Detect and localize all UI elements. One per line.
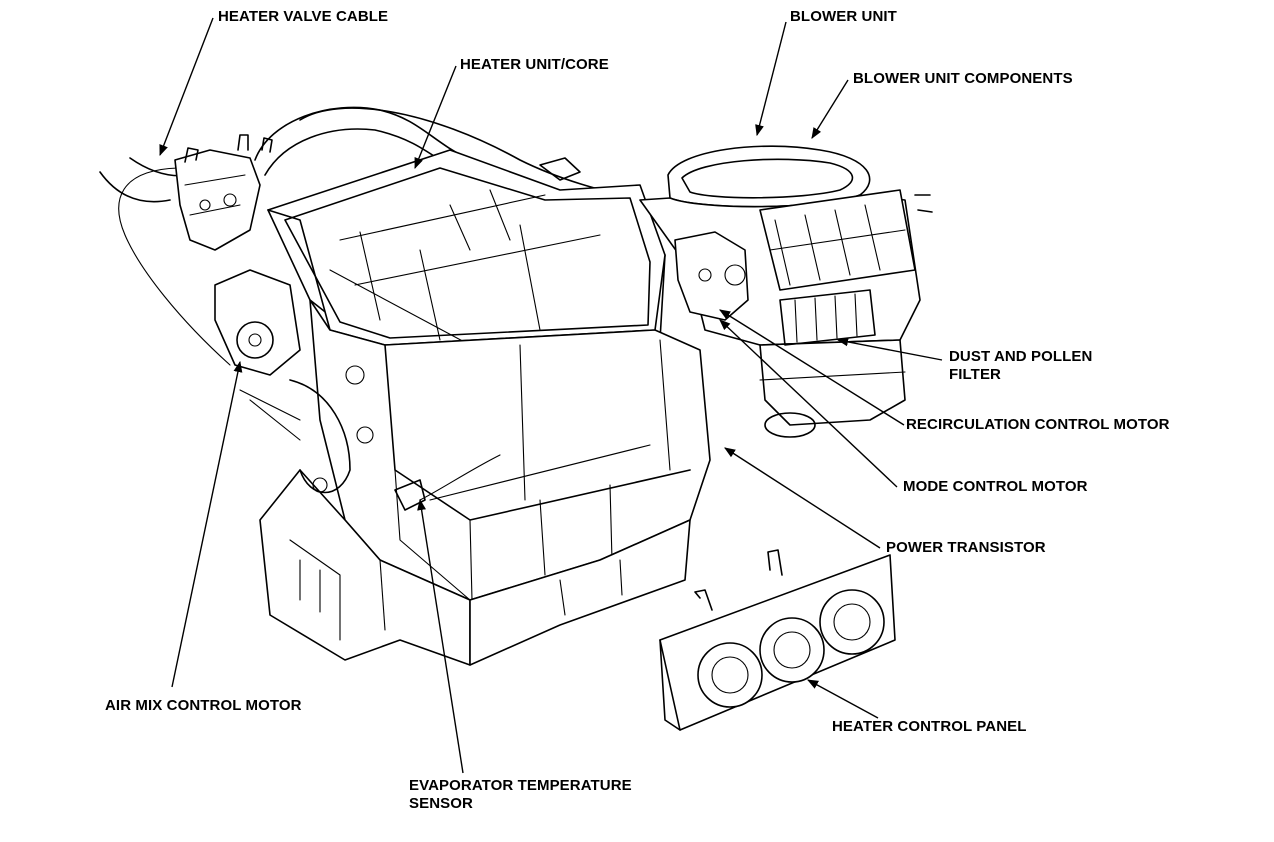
heater-control-panel-drawing — [659, 549, 896, 731]
heater-valve-cable-drawing — [99, 106, 641, 366]
leader-recirculation-control-motor — [719, 309, 905, 426]
leader-blower-unit-components — [811, 79, 849, 139]
air-mix-control-motor-drawing — [214, 269, 351, 494]
label-mode-control-motor: MODE CONTROL MOTOR — [903, 478, 1088, 495]
leader-blower-unit — [755, 21, 787, 137]
heater-unit-core-drawing — [267, 149, 666, 356]
label-air-mix-control-motor: AIR MIX CONTROL MOTOR — [105, 697, 302, 714]
leader-evaporator-temperature-sensor — [417, 498, 464, 774]
label-heater-valve-cable: HEATER VALVE CABLE — [218, 8, 389, 25]
label-blower-unit: BLOWER UNIT — [790, 8, 897, 25]
leader-dust-and-pollen-filter — [836, 337, 943, 361]
leader-heater-unit-core — [414, 65, 457, 170]
label-heater-unit-core: HEATER UNIT/CORE — [460, 56, 609, 73]
evaporator-housing-drawing — [259, 299, 711, 666]
leader-heater-valve-cable — [159, 17, 214, 157]
leader-mode-control-motor — [719, 319, 898, 488]
leader-lines — [159, 17, 943, 774]
leader-air-mix-control-motor — [171, 360, 243, 688]
label-dust-and-pollen-filter-line-2: FILTER — [949, 366, 1001, 383]
leader-heater-control-panel — [807, 679, 879, 719]
label-heater-control-panel: HEATER CONTROL PANEL — [832, 718, 1027, 735]
label-evaporator-temperature-sensor-line-2: SENSOR — [409, 795, 473, 812]
label-evaporator-temperature-sensor-line-1: EVAPORATOR TEMPERATURE — [409, 777, 632, 794]
leader-power-transistor — [724, 447, 881, 549]
label-dust-and-pollen-filter-line-1: DUST AND POLLEN — [949, 348, 1093, 365]
label-power-transistor: POWER TRANSISTOR — [886, 539, 1046, 556]
label-blower-unit-components: BLOWER UNIT COMPONENTS — [853, 70, 1073, 87]
label-recirculation-control-motor: RECIRCULATION CONTROL MOTOR — [906, 416, 1170, 433]
